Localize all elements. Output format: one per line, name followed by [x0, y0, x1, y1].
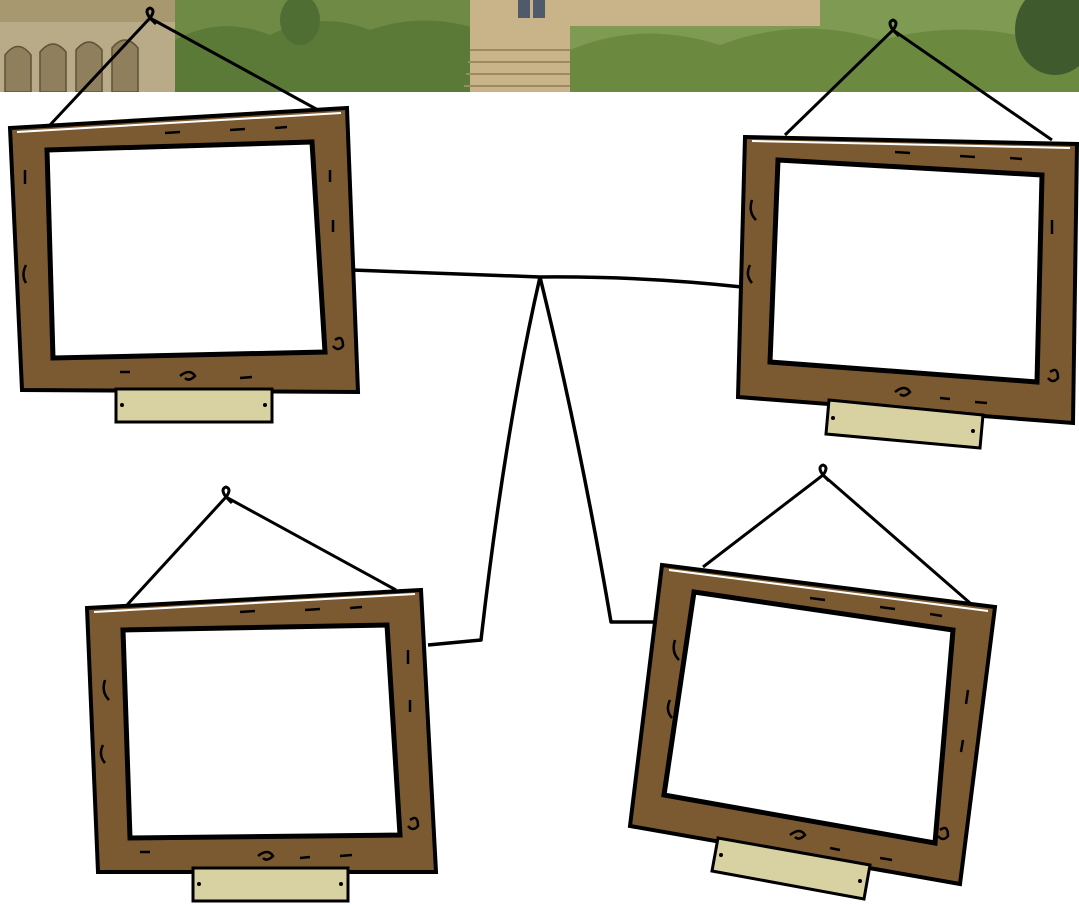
nameplate — [116, 389, 272, 422]
hook-icon — [820, 465, 829, 481]
connector-top-left — [352, 270, 540, 277]
connector-top-right — [540, 277, 742, 287]
hanging-wire — [127, 497, 396, 605]
picture-frame-bottom-left — [87, 487, 436, 901]
picture-frame-top-left — [10, 8, 358, 422]
nameplate — [193, 868, 348, 901]
hanging-wire — [50, 18, 318, 125]
picture-frame-bottom-right — [630, 465, 995, 899]
hanging-wire — [785, 30, 1052, 140]
connector-bottom-right — [540, 277, 655, 622]
picture-frame-top-right — [738, 20, 1077, 448]
connector-bottom-left — [428, 277, 540, 645]
